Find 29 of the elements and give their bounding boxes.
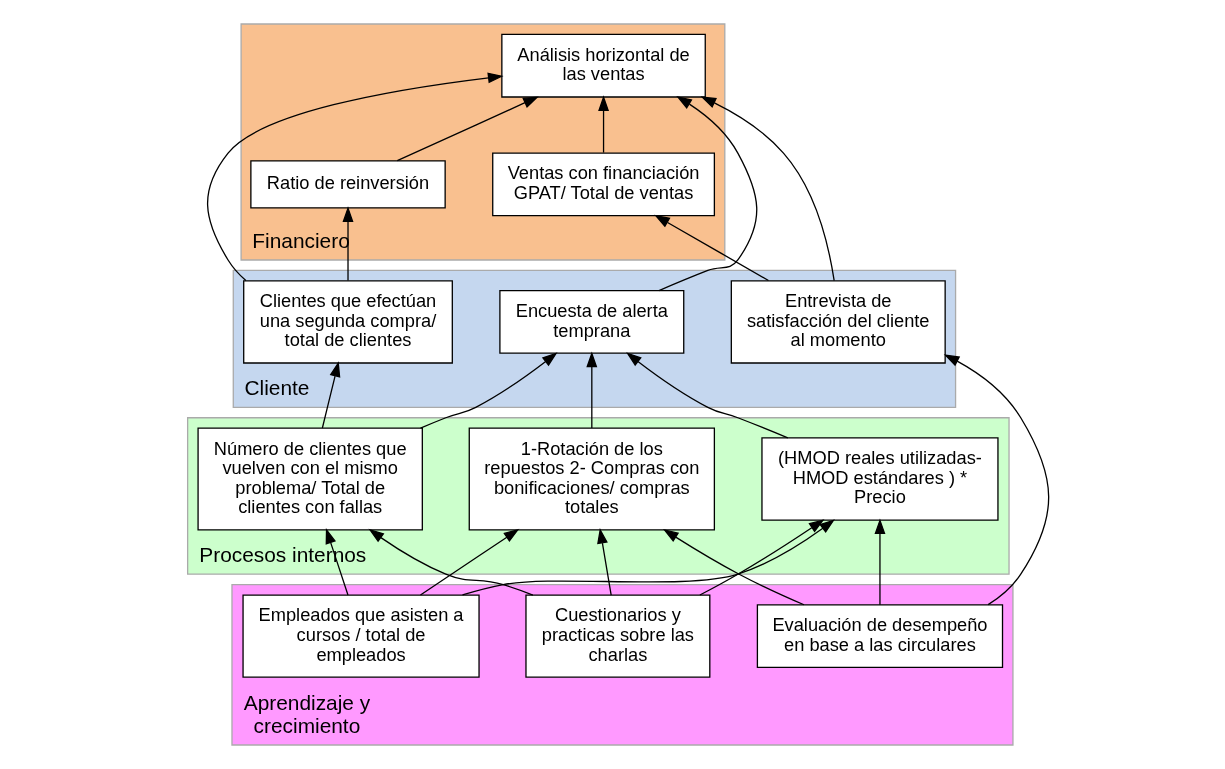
- arrow: [662, 528, 805, 606]
- arrow: [597, 95, 609, 154]
- node-box: Análisis horizontal de las ventas: [500, 33, 706, 98]
- arrow: [396, 96, 539, 162]
- arrow: [699, 96, 835, 282]
- arrow: [625, 352, 788, 439]
- node-box: Entrevista de satisfacción del cliente al momento: [730, 280, 946, 364]
- node-box: Evaluación de desempeño en base a las circulares: [756, 604, 1003, 669]
- arrow: [596, 528, 612, 596]
- arrow: [653, 214, 769, 282]
- arrow: [873, 518, 885, 606]
- node-box: 1-Rotación de los repuestos 2- Compras con bonificaciones/ compras totales: [468, 427, 715, 531]
- node-box: Número de clientes que vuelven con el mismo problema/ Total de clientes con fallas: [196, 427, 423, 531]
- arrow: [698, 519, 824, 596]
- arrow: [657, 96, 757, 292]
- node-box: Clientes que efectúan una segunda compra/ total de clientes: [242, 280, 453, 364]
- arrow: [419, 352, 558, 429]
- arrow: [585, 351, 597, 429]
- node-box: Ventas con financiación GPAT/ Total de ventas: [491, 152, 715, 217]
- arrow: [342, 206, 353, 282]
- node-box: Encuesta de alerta temprana: [498, 290, 684, 354]
- arrow: [367, 528, 534, 596]
- arrow: [461, 519, 835, 596]
- node-box: Ratio de reinversión: [249, 160, 446, 209]
- node-box: (HMOD reales utilizadas- HMOD estándares ) * Precio: [760, 437, 999, 521]
- node-box: Empleados que asisten a cursos / total de empleados: [241, 594, 480, 678]
- arrow: [206, 72, 504, 282]
- arrow: [943, 354, 1049, 606]
- node-box: Cuestionarios y practicas sobre las charlas: [524, 594, 710, 678]
